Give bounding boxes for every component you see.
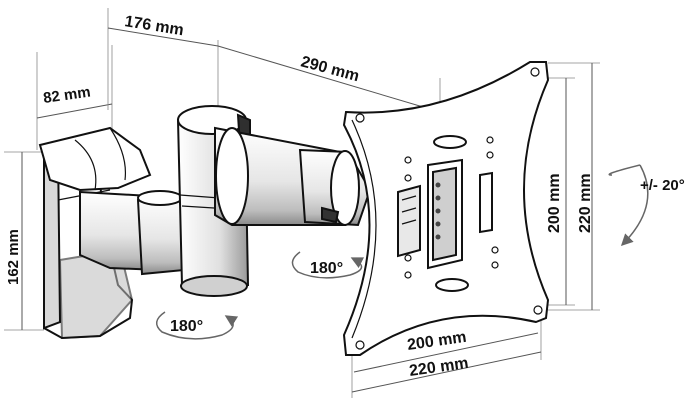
label-82mm: 82 mm	[42, 84, 91, 107]
lower-arm	[79, 190, 192, 276]
rotation-arrows	[156, 164, 649, 340]
label-162mm: 162 mm	[5, 229, 22, 285]
label-rotation-upper: 180°	[310, 260, 343, 277]
label-290mm: 290 mm	[299, 53, 361, 85]
mounting-holes	[355, 67, 543, 350]
vesa-plate	[342, 61, 550, 356]
label-tilt: +/- 20°	[640, 177, 685, 194]
label-200mm-vertical: 200 mm	[546, 173, 563, 233]
label-220mm-vertical: 220 mm	[577, 173, 594, 233]
middle-joint	[176, 105, 251, 297]
label-rotation-lower: 180°	[170, 318, 203, 335]
upper-arm	[214, 126, 372, 227]
dimension-lines	[4, 8, 600, 398]
